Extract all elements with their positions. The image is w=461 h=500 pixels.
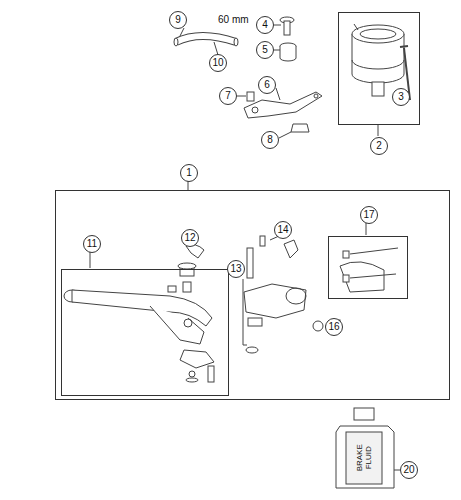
callout-number: 2: [370, 137, 388, 155]
bottle-text: BRAKE FLUID: [356, 440, 374, 476]
callout-number: 20: [400, 461, 418, 479]
part-group-box: 17: [328, 236, 408, 299]
callout-number: 16: [325, 318, 343, 336]
callout-number: 4: [256, 16, 274, 34]
part-group-box: 11: [61, 269, 229, 396]
callout-number: 8: [261, 131, 279, 149]
callout-number: 17: [360, 206, 378, 224]
callout-number: 13: [227, 260, 245, 278]
callout-number: 12: [181, 229, 199, 247]
callout-number: 5: [256, 41, 274, 59]
dimension-label: 60 mm: [218, 14, 249, 25]
callout-number: 11: [83, 235, 101, 253]
callout-number: 14: [274, 221, 292, 239]
callout-number: 10: [209, 54, 227, 72]
callout-number: 1: [180, 164, 198, 182]
part-group-box: 11117: [55, 190, 450, 400]
callout-number: 9: [169, 11, 187, 29]
callout-number: 6: [258, 76, 276, 94]
callout-number: 3: [392, 88, 410, 106]
part-group-box: 2: [338, 12, 420, 125]
callout-number: 7: [219, 87, 237, 105]
